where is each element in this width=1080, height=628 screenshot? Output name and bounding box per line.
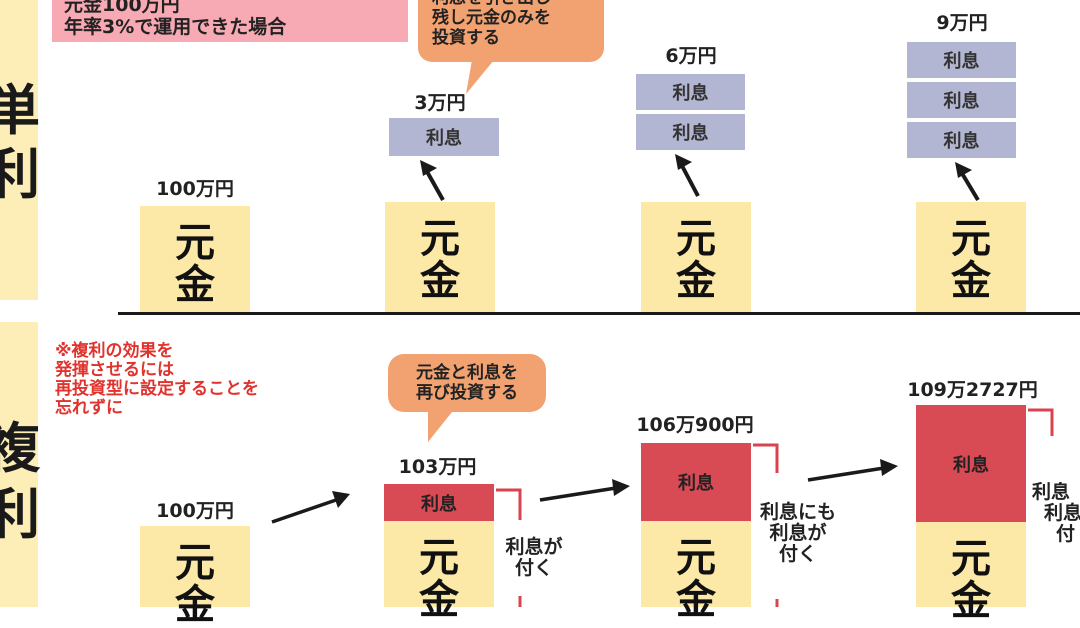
principal-char-kin: 金 (420, 258, 460, 304)
simple-header-note: 元金100万円 年率3%で運用できた場合 (52, 0, 408, 42)
side-label-3-line-2: 利息 (1044, 502, 1080, 524)
compound-bracket-3 (753, 443, 779, 607)
simple-principal-4: 元 金 (916, 202, 1026, 312)
compound-principal-1: 元 金 (140, 526, 250, 626)
simple-up-arrow-4 (955, 162, 980, 202)
compound-bubble-line-2: 再び投資する (416, 383, 518, 403)
compound-side-char-1: 複 (0, 417, 40, 480)
principal-char-kin: 金 (951, 258, 991, 304)
compound-interest-3: 利息 (641, 443, 751, 521)
principal-char-kin: 金 (175, 582, 215, 628)
side-label-3-line-1: 利息 (1032, 482, 1071, 503)
simple-bubble-line-3: 投資する (432, 28, 500, 48)
principal-char-kin: 金 (676, 258, 716, 304)
compound-arrow-2 (539, 479, 630, 502)
simple-amount-1: 100万円 (156, 178, 234, 200)
compound-arrow-1 (271, 491, 350, 524)
simple-interest-2-1: 利息 (389, 118, 499, 156)
red-note-line-4: 忘れずに (55, 398, 123, 418)
simple-interest-4-1: 利息 (907, 42, 1016, 78)
simple-up-arrow-3 (675, 154, 700, 197)
simple-amount-2: 3万円 (414, 92, 466, 114)
simple-interest-3-2: 利息 (636, 114, 745, 150)
compound-bubble-tail (428, 412, 452, 442)
simple-header-line-1: 元金100万円 (64, 0, 180, 16)
principal-char-gen: 元 (951, 536, 991, 582)
red-note-line-3: 再投資型に設定することを (55, 379, 259, 399)
compound-side-char-2: 利 (0, 483, 40, 546)
simple-bubble-line-2: 残し元金のみを (432, 8, 551, 28)
compound-principal-4: 元 金 (916, 522, 1026, 622)
compound-bracket-2 (496, 488, 522, 607)
compound-bubble-line-1: 元金と利息を (416, 363, 518, 383)
side-label-2-line-2: 利息が (769, 522, 827, 544)
compound-amount-2: 103万円 (398, 456, 477, 478)
simple-interest-4-2: 利息 (907, 82, 1016, 118)
simple-interest-3-1: 利息 (636, 74, 745, 110)
side-label-3-line-3: 付 (1056, 523, 1076, 545)
red-note-line-1: ※複利の効果を (55, 341, 174, 361)
simple-baseline (118, 312, 1080, 315)
principal-char-kin: 金 (419, 577, 459, 623)
compound-amount-3: 106万900円 (636, 414, 754, 436)
compound-side-panel: 複 利 (0, 322, 40, 607)
principal-char-gen: 元 (419, 535, 459, 581)
compound-amount-1: 100万円 (156, 500, 234, 522)
simple-side-panel: 単 利 (0, 0, 40, 300)
simple-amount-4: 9万円 (936, 12, 988, 34)
principal-char-gen: 元 (676, 535, 716, 581)
side-label-2-line-1: 利息にも (759, 501, 836, 523)
compound-principal-3: 元 金 (641, 521, 751, 621)
simple-speech-bubble: 利息を引き出し 残し元金のみを 投資する (418, 0, 604, 62)
principal-char-kin: 金 (951, 578, 991, 624)
principal-char-gen: 元 (175, 220, 215, 266)
simple-bubble-line-1: 利息を引き出し (432, 0, 590, 8)
principal-char-kin: 金 (175, 262, 215, 308)
compound-side-label-3: 利息 利息 付 (1024, 482, 1080, 572)
principal-char-kin: 金 (676, 577, 716, 623)
simple-header-line-2: 年率3%で運用できた場合 (64, 16, 287, 38)
compound-arrow-3 (807, 459, 898, 482)
side-label-2-line-3: 付く (778, 543, 817, 565)
compound-amount-4: 109万2727円 (907, 379, 1038, 401)
simple-up-arrow-2 (420, 160, 445, 201)
principal-char-gen: 元 (420, 216, 460, 262)
compound-speech-bubble: 元金と利息を 再び投資する (388, 354, 546, 412)
red-note-line-2: 発揮させるには (55, 360, 174, 380)
compound-side-label-2: 利息にも 利息が 付く (748, 502, 848, 565)
principal-char-gen: 元 (175, 540, 215, 586)
side-label-1-line-1: 利息が (505, 536, 563, 558)
compound-interest-2: 利息 (384, 484, 494, 521)
principal-char-gen: 元 (676, 216, 716, 262)
compound-principal-2: 元 金 (384, 521, 494, 621)
simple-interest-4-3: 利息 (907, 122, 1016, 158)
simple-bubble-tail (466, 60, 494, 94)
simple-principal-3: 元 金 (641, 202, 751, 312)
compound-interest-4: 利息 (916, 405, 1026, 522)
compound-bracket-4 (1028, 408, 1054, 436)
simple-amount-3: 6万円 (665, 45, 717, 67)
principal-char-gen: 元 (951, 216, 991, 262)
simple-side-char-1: 単 (0, 79, 40, 142)
compound-side-label-1: 利息が 付く (494, 537, 574, 579)
compound-red-note: ※複利の効果を 発揮させるには 再投資型に設定することを 忘れずに (55, 342, 335, 418)
simple-principal-1: 元 金 (140, 206, 250, 312)
side-label-1-line-2: 付く (514, 557, 553, 579)
simple-principal-2: 元 金 (385, 202, 495, 312)
simple-side-char-2: 利 (0, 143, 40, 206)
